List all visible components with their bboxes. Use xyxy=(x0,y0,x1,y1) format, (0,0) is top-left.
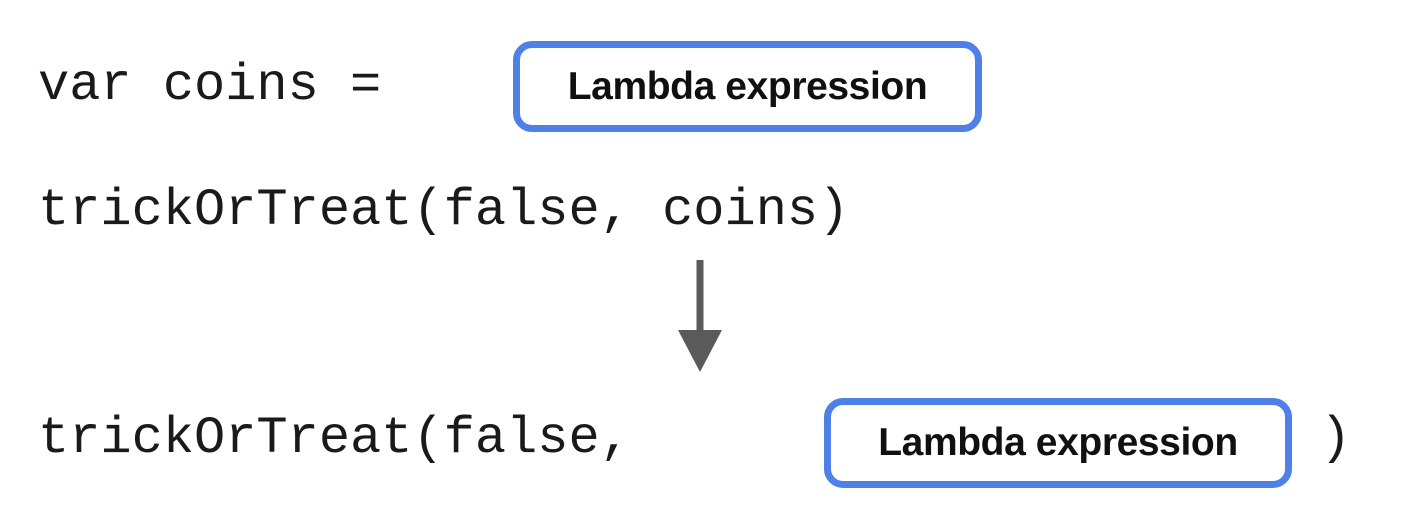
before-line2-code: trickOrTreat(false, coins) xyxy=(38,181,850,240)
lambda-expression-chip-before[interactable]: Lambda expression xyxy=(513,41,982,132)
after-line-prefix-code: trickOrTreat(false, xyxy=(38,409,663,468)
lambda-expression-chip-after[interactable]: Lambda expression xyxy=(824,398,1292,488)
lambda-expression-chip-after-label: Lambda expression xyxy=(878,421,1238,464)
arrow-down-icon xyxy=(678,260,722,372)
lambda-expression-chip-before-label: Lambda expression xyxy=(567,64,928,108)
after-line-suffix-code: ) xyxy=(1320,409,1352,468)
arrow-head xyxy=(678,330,722,372)
before-line1-code: var coins = xyxy=(38,56,413,115)
